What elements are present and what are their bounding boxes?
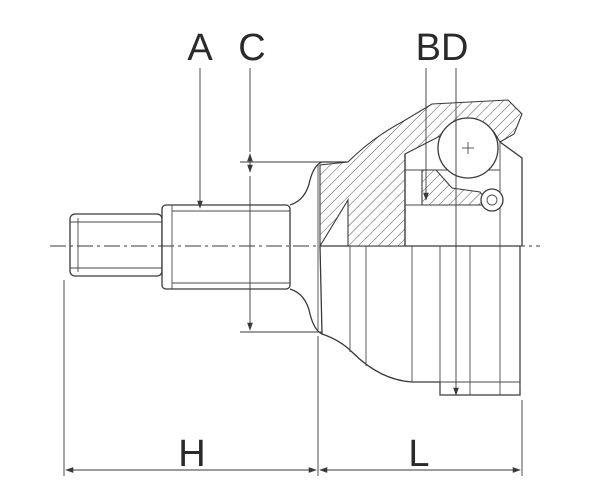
- sectioned-bell-housing: [319, 99, 523, 248]
- steel-ball-small: [480, 188, 504, 212]
- label-c: C: [238, 27, 265, 69]
- outer-bell-housing: [319, 245, 521, 396]
- threaded-stub: [69, 213, 163, 277]
- dimension-c: [240, 68, 322, 333]
- label-bd: BD: [416, 27, 469, 69]
- steel-ball-large: [437, 117, 499, 179]
- label-h: H: [178, 433, 205, 475]
- label-l: L: [408, 433, 429, 475]
- splined-shaft: [161, 204, 291, 290]
- label-a: A: [187, 27, 213, 69]
- dimension-h-l: [63, 280, 523, 476]
